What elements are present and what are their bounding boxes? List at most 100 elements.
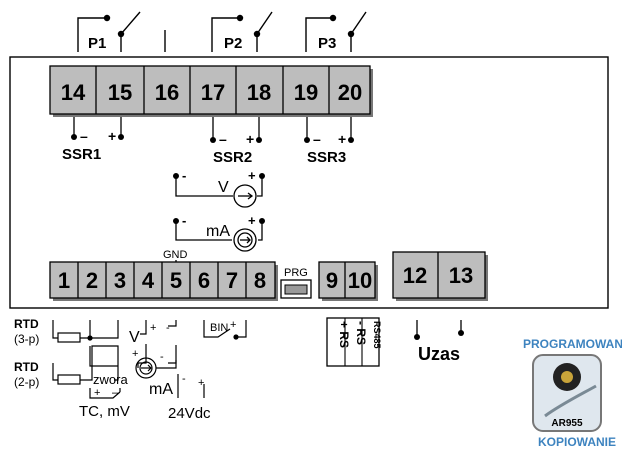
current-minus-node [173, 218, 179, 224]
current-symbol: mA [206, 223, 230, 240]
bin-node [233, 334, 239, 340]
ssr3-plus: + [338, 131, 346, 147]
current-output-wiring [175, 221, 263, 252]
voltage-input-wiring [137, 320, 177, 368]
supply24-label: 24Vdc [168, 405, 211, 422]
rtd2-wiring-label: (2-p) [14, 375, 39, 389]
voltage-minus-sign: - [182, 168, 186, 183]
tc-wiring [89, 388, 121, 399]
terminal-14: 14 [61, 80, 86, 105]
terminal-12: 12 [403, 263, 427, 288]
v-input-minus: - [166, 322, 170, 334]
rs-terminal-strip: 9 10 [318, 261, 378, 301]
prg-port-slot [284, 284, 308, 295]
badge-bottom-label: KOPIOWANIE [538, 435, 616, 449]
rs-minus-label: - RS [354, 321, 368, 345]
current-input-wiring [135, 357, 177, 379]
current-plus-node [259, 218, 265, 224]
jumper-label: zwora [93, 372, 128, 387]
bin-plus: + [230, 319, 236, 331]
ssr-leads [73, 117, 352, 140]
relay-p2-label: P2 [224, 35, 242, 52]
voltage-minus-node [173, 173, 179, 179]
rtd2-wiring [52, 345, 119, 385]
ssr1-label: SSR1 [62, 146, 101, 163]
power-node-12 [414, 334, 420, 340]
bin-label: BIN [210, 322, 228, 334]
top-terminal-strip: 14 15 16 17 18 19 20 [49, 65, 373, 117]
terminal-8: 8 [254, 268, 266, 293]
rtd3-wiring-label: (3-p) [14, 332, 39, 346]
gnd-label: GND [163, 249, 188, 261]
terminal-18: 18 [247, 80, 271, 105]
ssr3-label: SSR3 [307, 149, 346, 166]
badge-device-label: AR955 [551, 418, 583, 429]
terminal-7: 7 [226, 268, 238, 293]
ssr-nodes [71, 134, 354, 143]
terminal-17: 17 [201, 80, 225, 105]
rs485-label: RS485 [372, 321, 382, 349]
v-input-plus: + [150, 322, 156, 334]
power-node-13 [458, 330, 464, 336]
current-minus-sign: - [182, 213, 186, 228]
relay-p3-label: P3 [318, 35, 336, 52]
tc-label: TC, mV [79, 403, 130, 420]
rtd2-label: RTD [14, 360, 39, 374]
terminal-1: 1 [58, 268, 70, 293]
programmer-device-icon: AR955 [532, 354, 602, 432]
relay-p1-label: P1 [88, 35, 106, 52]
terminal-5: 5 [170, 268, 182, 293]
rs-plus-label: + RS [337, 321, 351, 348]
rtd3-wiring [52, 320, 119, 343]
terminal-16: 16 [155, 80, 179, 105]
rs485-box: + RS - RS RS485 [326, 317, 382, 367]
relay-p3-node [329, 14, 337, 22]
tc-plus-sign: + [94, 387, 100, 399]
relay-p1-node [103, 14, 111, 22]
voltage-output-wiring [175, 176, 263, 208]
ma-input-plus: + [132, 348, 138, 360]
voltage-plus-sign: + [248, 168, 256, 183]
supply-terminal-strip: 12 13 [392, 251, 488, 301]
device-housing [9, 56, 609, 309]
ssr2-label: SSR2 [213, 149, 252, 166]
rtd3-node [87, 335, 93, 341]
badge-top-label: PROGRAMOWANIE [523, 337, 622, 351]
voltage-symbol: V [218, 179, 229, 196]
ma-input-minus: - [160, 351, 164, 363]
relay-p2-pivot [253, 30, 261, 38]
ssr1-plus: + [108, 128, 116, 144]
bottom-terminal-strip: 1 2 3 4 5 6 7 8 [49, 261, 278, 301]
prg-label: PRG [284, 267, 308, 279]
terminal-20: 20 [338, 80, 362, 105]
supply24-plus: + [198, 377, 204, 389]
v-input-symbol: V [129, 329, 140, 346]
terminal-10: 10 [348, 268, 372, 293]
rtd3-label: RTD [14, 317, 39, 331]
ssr3-minus: – [313, 131, 321, 147]
ma-input-symbol: mA [149, 381, 173, 398]
relay-p3-pivot [347, 30, 355, 38]
current-plus-sign: + [248, 213, 256, 228]
power-label: Uzas [418, 344, 460, 364]
supply24-wiring [177, 374, 205, 398]
power-leads [416, 320, 462, 336]
bin-input-wiring [203, 320, 247, 338]
terminal-2: 2 [86, 268, 98, 293]
terminal-15: 15 [108, 80, 132, 105]
ssr1-minus: – [80, 128, 88, 144]
ssr2-plus: + [246, 131, 254, 147]
terminal-19: 19 [294, 80, 318, 105]
relay-p1-pivot [117, 30, 125, 38]
ssr2-minus: – [219, 131, 227, 147]
tc-minus-sign: – [112, 385, 119, 399]
supply24-minus: - [182, 373, 186, 385]
voltage-plus-node [259, 173, 265, 179]
terminal-9: 9 [326, 268, 338, 293]
terminal-13: 13 [449, 263, 473, 288]
terminal-6: 6 [198, 268, 210, 293]
terminal-3: 3 [114, 268, 126, 293]
relay-p2-node [236, 14, 244, 22]
terminal-4: 4 [142, 268, 155, 293]
